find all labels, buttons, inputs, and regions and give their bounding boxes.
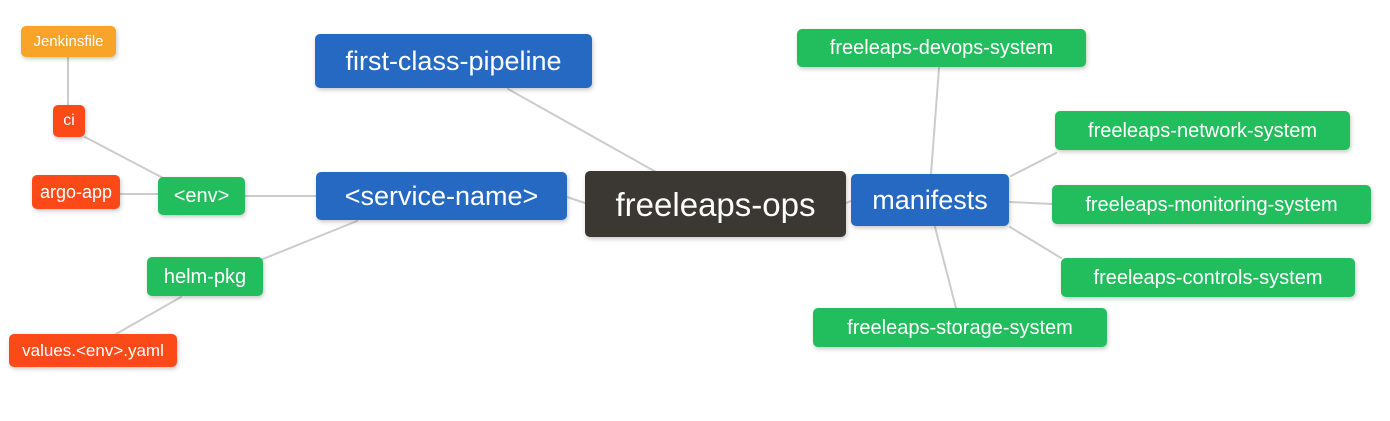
node-ci[interactable]: ci (53, 105, 85, 137)
link-pipeline-freeleaps-ops (507, 88, 657, 173)
node-freeleaps-monitoring-system-label: freeleaps-monitoring-system (1085, 193, 1338, 216)
link-manifests-network-system (1010, 152, 1057, 177)
node-freeleaps-devops-system-label: freeleaps-devops-system (829, 37, 1054, 59)
node-freeleaps-storage-system-label: freeleaps-storage-system (847, 316, 1073, 339)
link-manifests-devops-system (930, 67, 940, 175)
link-manifests-monitoring-system (1009, 201, 1053, 205)
node-freeleaps-network-system[interactable]: freeleaps-network-system (1055, 111, 1350, 150)
node-freeleaps-devops-system[interactable]: freeleaps-devops-system (797, 29, 1086, 67)
node-argo-app-label: argo-app (39, 182, 113, 202)
node-freeleaps-ops-label: freeleaps-ops (615, 185, 816, 223)
node-values-env-yaml-label: values.<env>.yaml (22, 341, 164, 360)
node-helm-pkg-label: helm-pkg (163, 265, 247, 288)
node-freeleaps-controls-system[interactable]: freeleaps-controls-system (1061, 258, 1355, 297)
link-helm-pkg-service-name (262, 220, 358, 260)
link-values-helm-pkg (115, 296, 182, 335)
node-manifests[interactable]: manifests (851, 174, 1009, 226)
node-first-class-pipeline-label: first-class-pipeline (345, 45, 562, 76)
node-ci-label: ci (63, 112, 75, 129)
node-freeleaps-network-system-label: freeleaps-network-system (1088, 119, 1317, 142)
node-env[interactable]: <env> (158, 177, 245, 215)
node-argo-app[interactable]: argo-app (32, 175, 120, 209)
node-freeleaps-controls-system-label: freeleaps-controls-system (1093, 266, 1323, 289)
node-env-label: <env> (173, 185, 230, 207)
node-jenkinsfile[interactable]: Jenkinsfile (21, 26, 116, 57)
node-freeleaps-monitoring-system[interactable]: freeleaps-monitoring-system (1052, 185, 1371, 224)
node-jenkinsfile-label: Jenkinsfile (33, 33, 104, 50)
node-manifests-label: manifests (872, 184, 988, 215)
link-ci-env (84, 136, 164, 179)
link-manifests-controls-system (1009, 226, 1062, 259)
node-service-name-label: <service-name> (344, 180, 539, 211)
link-service-name-freeleaps-ops (566, 196, 586, 204)
node-helm-pkg[interactable]: helm-pkg (147, 257, 263, 296)
node-freeleaps-storage-system[interactable]: freeleaps-storage-system (813, 308, 1107, 347)
link-manifests-storage-system (934, 226, 957, 309)
node-values-env-yaml[interactable]: values.<env>.yaml (9, 334, 177, 367)
node-service-name[interactable]: <service-name> (316, 172, 567, 220)
node-freeleaps-ops[interactable]: freeleaps-ops (585, 171, 846, 237)
node-first-class-pipeline[interactable]: first-class-pipeline (315, 34, 592, 88)
